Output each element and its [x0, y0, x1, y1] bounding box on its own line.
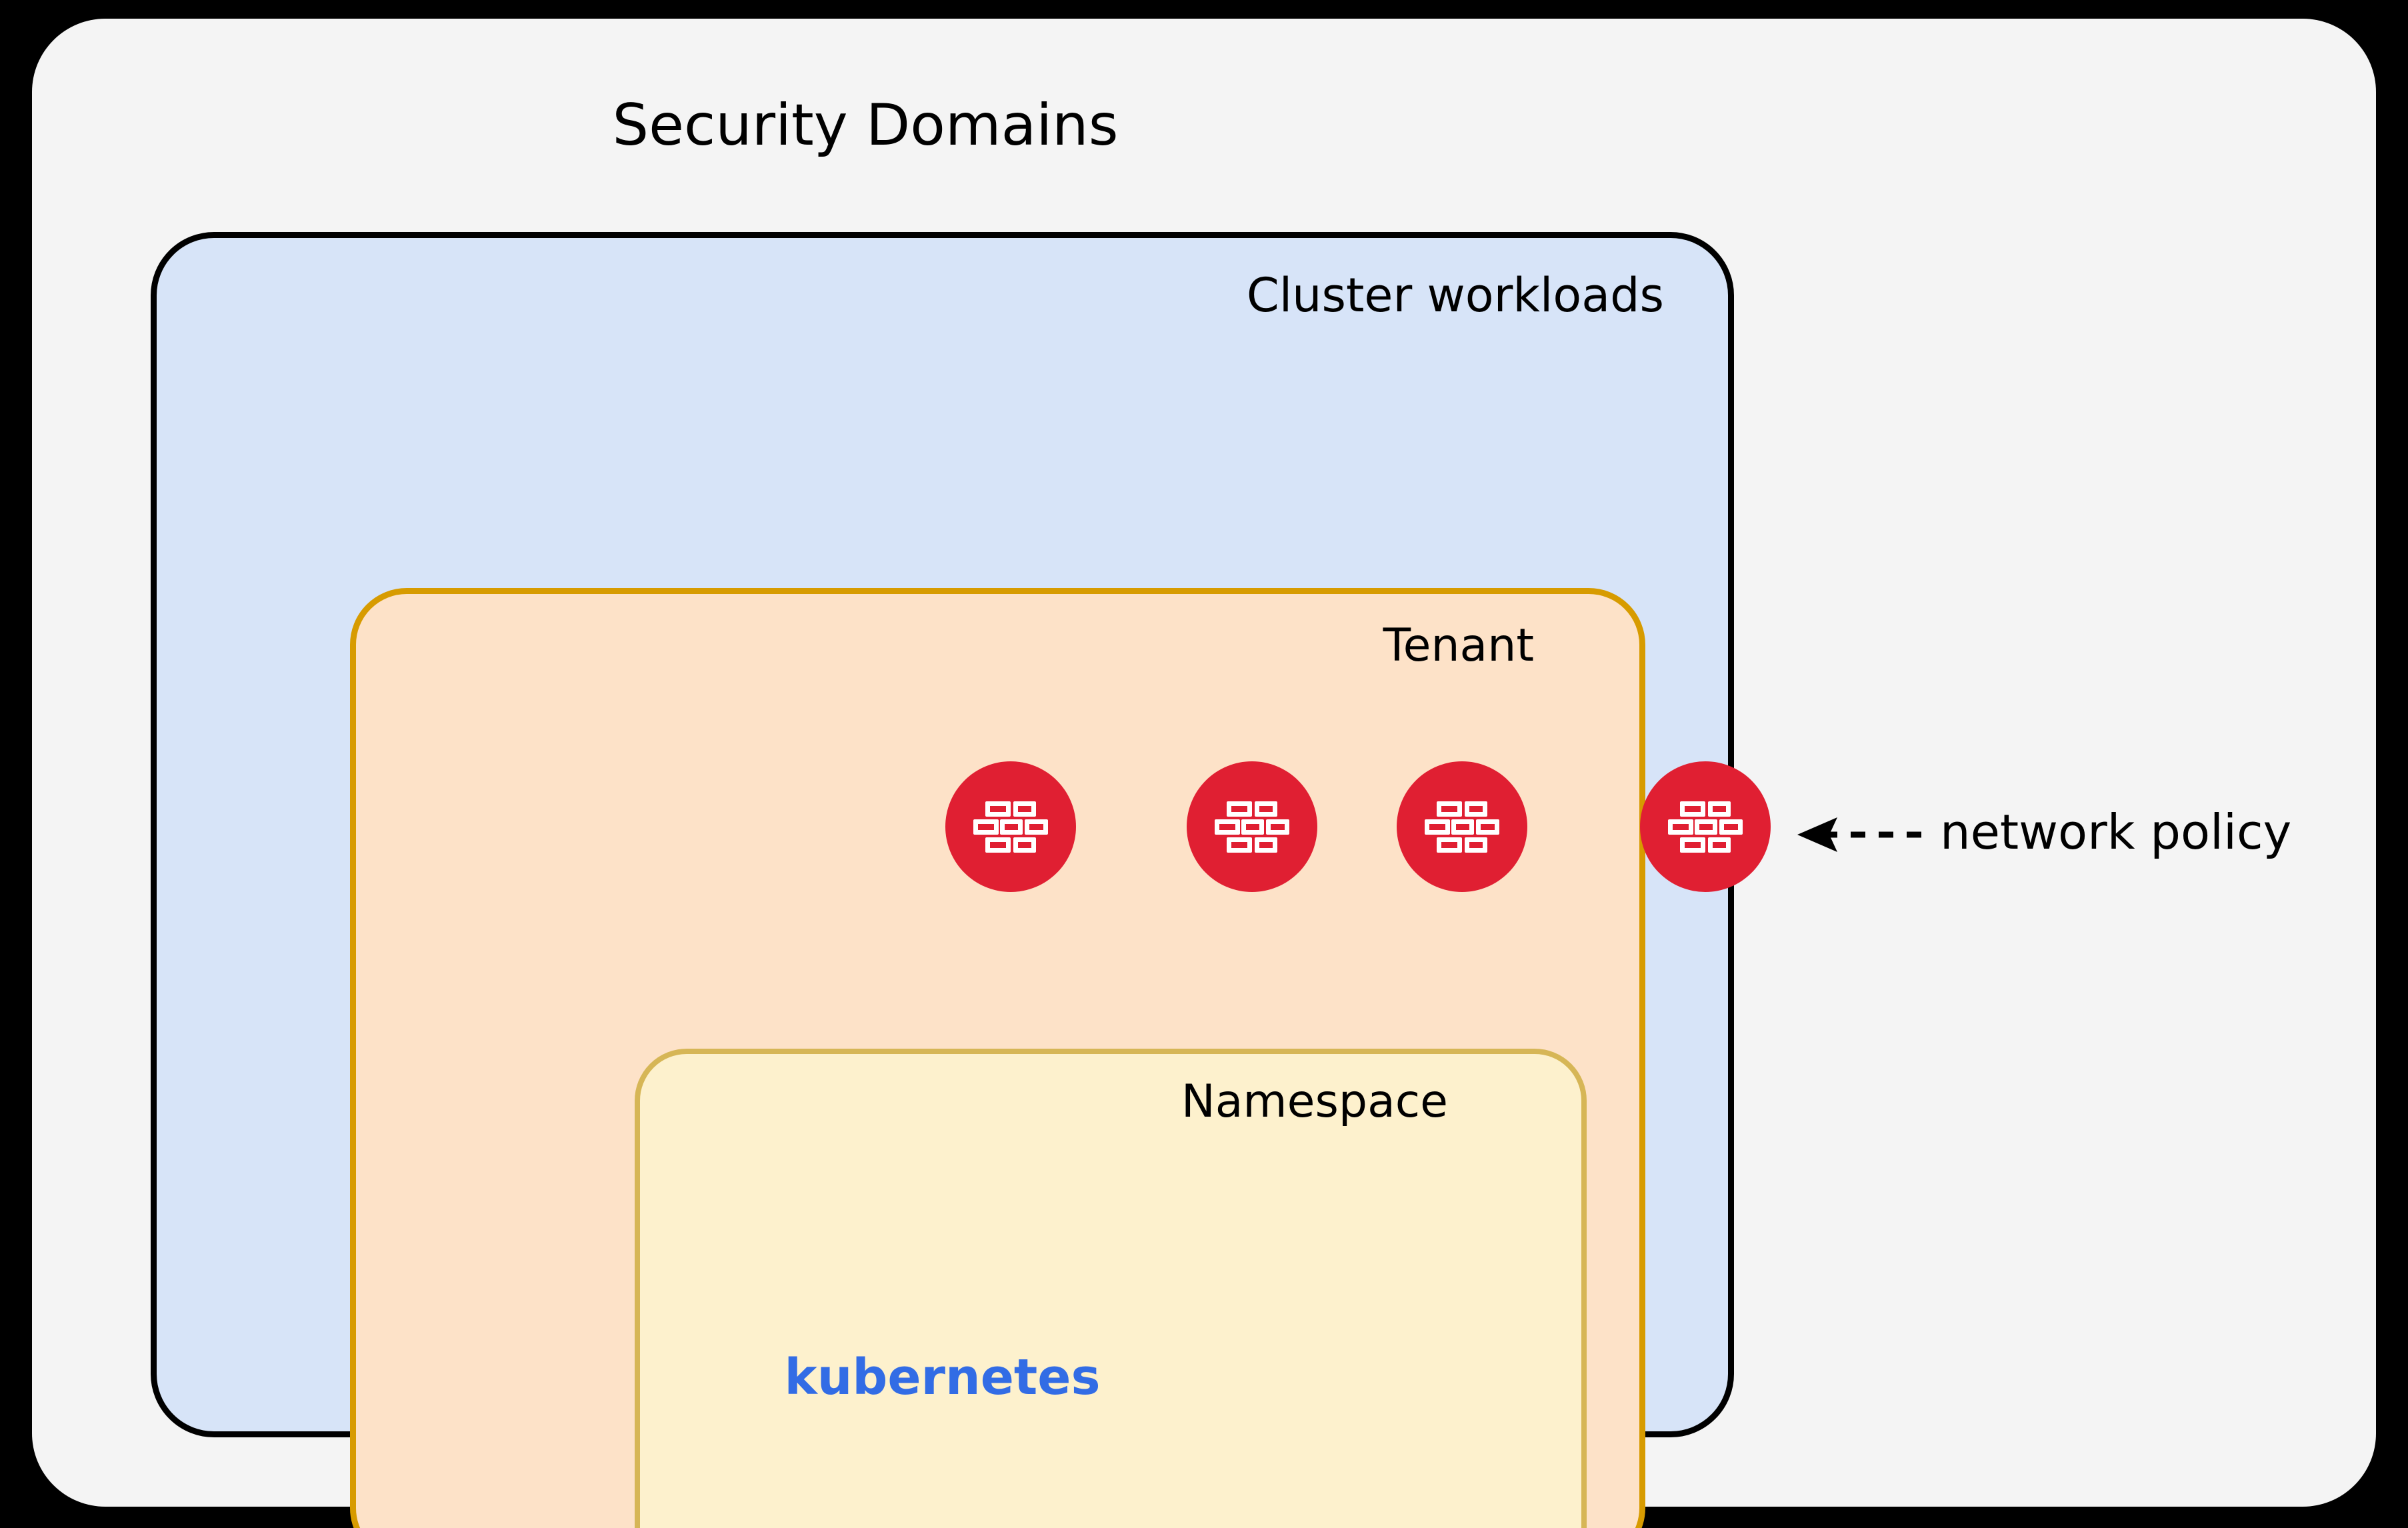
firewall-brick-icon — [1668, 801, 1743, 853]
kubernetes-brand-label: kubernetes — [784, 1349, 1101, 1406]
firewall-node-tenant[interactable] — [1397, 761, 1527, 892]
firewall-node-endpoint-groups[interactable] — [945, 761, 1076, 892]
firewall-brick-icon — [1215, 801, 1289, 853]
firewall-node-cluster-workloads[interactable] — [1640, 761, 1771, 892]
network-policy-label: network policy — [1940, 804, 2292, 860]
firewall-brick-icon — [973, 801, 1048, 853]
dashed-arrow-left-icon — [1791, 815, 1924, 855]
firewall-brick-icon — [1425, 801, 1499, 853]
security-domains-panel: Security Domains Cluster workloads Tenan… — [32, 19, 2376, 1528]
box-tenant-label: Tenant — [1383, 619, 1534, 672]
box-tenant: Tenant Namespace Endpoint groups — [350, 588, 1645, 1528]
box-namespace-label: Namespace — [1181, 1075, 1448, 1128]
firewall-node-namespace[interactable] — [1187, 761, 1317, 892]
box-namespace: Namespace Endpoint groups — [635, 1049, 1587, 1528]
page-title: Security Domains — [612, 92, 1119, 159]
box-cluster-workloads-label: Cluster workloads — [1246, 268, 1664, 323]
